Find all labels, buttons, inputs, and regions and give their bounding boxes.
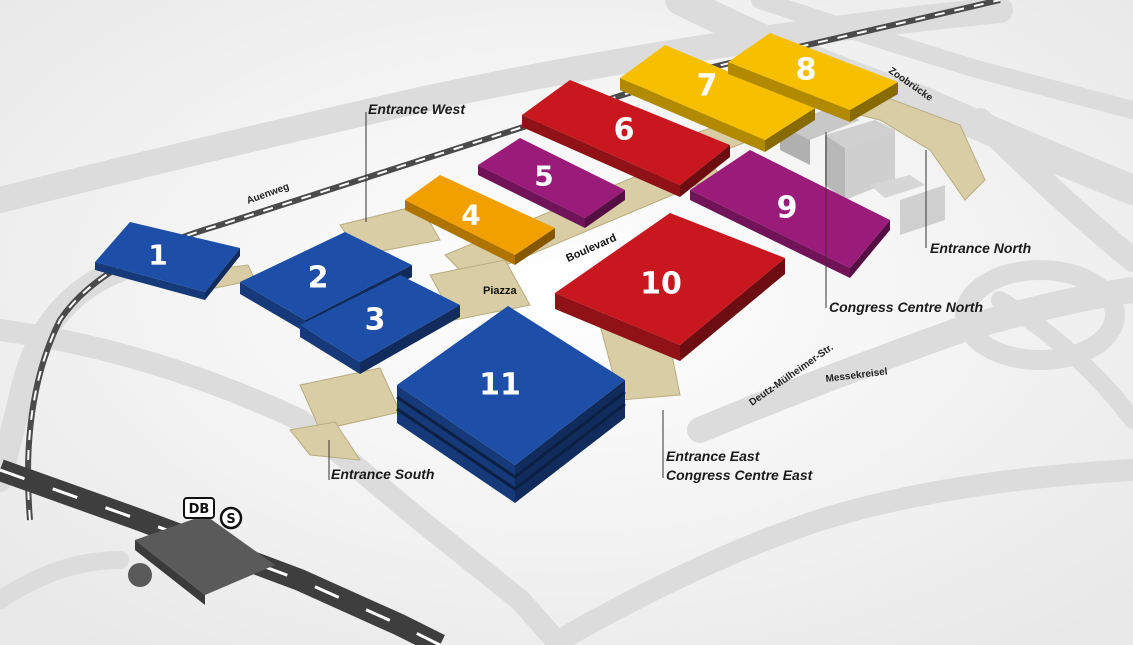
congress-centre-north-label: Congress Centre North: [829, 299, 983, 315]
hall-6-roof: [522, 80, 730, 185]
hall-7-side-left: [620, 78, 765, 152]
train-station: [128, 515, 275, 605]
hall-7-number: 7: [697, 69, 718, 104]
entrance-west-label: Entrance West: [368, 101, 466, 117]
piazza-label: Piazza: [483, 285, 518, 297]
hall-11-level-line-2: [396, 402, 626, 491]
svg-text:DB: DB: [189, 502, 210, 517]
hall-4-number: 4: [461, 199, 480, 232]
railway-south: [0, 459, 445, 645]
hall-11-side-left: [397, 385, 515, 503]
hall-5-side-right: [585, 190, 625, 228]
svg-text:S: S: [226, 512, 235, 527]
hall-10-side-left: [555, 293, 680, 361]
entrance-north-label: Entrance North: [930, 240, 1031, 256]
entrance-leaders: [328, 112, 927, 480]
hall-5-roof: [478, 138, 625, 218]
hall-9[interactable]: 9: [690, 150, 890, 278]
hall-11[interactable]: 11: [396, 306, 626, 503]
hall-3[interactable]: 3: [300, 275, 460, 374]
hall-2-side-left: [240, 282, 305, 332]
hall-7-roof: [620, 45, 815, 140]
hall-9-side-left: [690, 190, 850, 278]
hall-11-number: 11: [479, 368, 521, 403]
hall-1-roof: [95, 222, 240, 292]
hall-3-side-right: [360, 305, 460, 374]
hall-8-roof: [728, 33, 898, 110]
halls-layer: 1 2 3 4 5 6 7 8 9 10 11: [95, 33, 898, 503]
hall-6[interactable]: 6: [522, 80, 730, 197]
hall-8-side-left: [728, 62, 850, 122]
hall-6-side-right: [680, 145, 730, 197]
hall-10-roof: [555, 213, 785, 345]
db-badge: DB: [183, 497, 215, 519]
hall-7[interactable]: 7: [620, 45, 815, 152]
hall-3-number: 3: [365, 303, 386, 338]
hall-10-number: 10: [640, 267, 682, 302]
hall-6-number: 6: [614, 113, 635, 148]
hall-2-roof: [240, 232, 412, 320]
hall-2-number: 2: [308, 261, 329, 296]
congress-centre-east-label: Congress Centre East: [666, 467, 814, 483]
hall-4[interactable]: 4: [405, 175, 555, 265]
hall-5-side-left: [478, 165, 585, 228]
hall-3-side-left: [300, 325, 360, 374]
hall-4-side-left: [405, 200, 515, 265]
hall-5-number: 5: [534, 160, 553, 193]
hall-10-side-right: [680, 258, 785, 361]
s-bahn-badge: S: [219, 506, 243, 530]
hall-4-side-right: [515, 228, 555, 265]
entrance-east-label: Entrance East: [666, 448, 761, 464]
hall-8-side-right: [850, 82, 898, 122]
hall-1-side-left: [95, 262, 205, 300]
hall-9-number: 9: [777, 191, 798, 226]
hall-1[interactable]: 1: [95, 222, 240, 300]
messekreisel-roundabout: [955, 260, 1125, 370]
hall-7-side-right: [765, 108, 815, 152]
hall-5[interactable]: 5: [478, 138, 625, 228]
hall-11-side-right: [515, 380, 625, 503]
hall-11-roof: [397, 306, 625, 465]
entrance-south-label: Entrance South: [331, 466, 434, 482]
hall-4-roof: [405, 175, 555, 255]
hall-6-side-left: [522, 115, 680, 197]
hall-10[interactable]: 10: [555, 213, 785, 361]
hall-9-roof: [690, 150, 890, 268]
congress-centre-north-buildings: [780, 108, 945, 235]
hall-1-side-right: [205, 248, 240, 300]
hall-8[interactable]: 8: [728, 33, 898, 122]
hall-8-number: 8: [796, 53, 817, 88]
hall-3-roof: [300, 275, 460, 362]
hall-11-level-line-1: [396, 390, 626, 479]
hall-1-number: 1: [148, 239, 167, 272]
hall-9-side-right: [850, 220, 890, 278]
